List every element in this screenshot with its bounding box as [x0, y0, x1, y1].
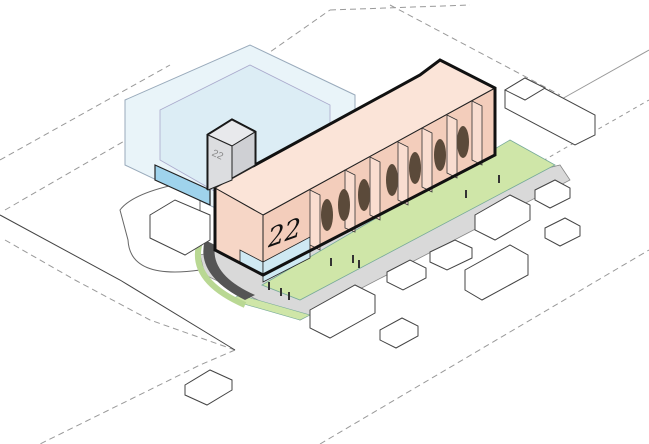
stair-tower: 22: [206, 119, 257, 191]
main-building: 22: [206, 58, 497, 283]
car-5: [379, 317, 419, 349]
planter-wall: [203, 240, 255, 300]
car-4: [386, 259, 427, 291]
pedestrians: [268, 175, 500, 300]
bus-2: [464, 244, 529, 301]
car-1: [534, 179, 571, 209]
planter-lawn: [194, 241, 247, 308]
car-2: [544, 217, 581, 247]
street-trees: [321, 126, 469, 231]
car-3: [429, 239, 473, 271]
bus-1: [474, 194, 531, 241]
tower-number: 22: [210, 148, 225, 163]
pickup: [184, 369, 233, 406]
fire-truck: [503, 77, 596, 146]
vehicles: [149, 77, 596, 406]
bus-3: [309, 284, 376, 339]
curb-line: [0, 214, 236, 351]
facade-fins: [309, 100, 483, 251]
box-truck: [149, 199, 211, 256]
